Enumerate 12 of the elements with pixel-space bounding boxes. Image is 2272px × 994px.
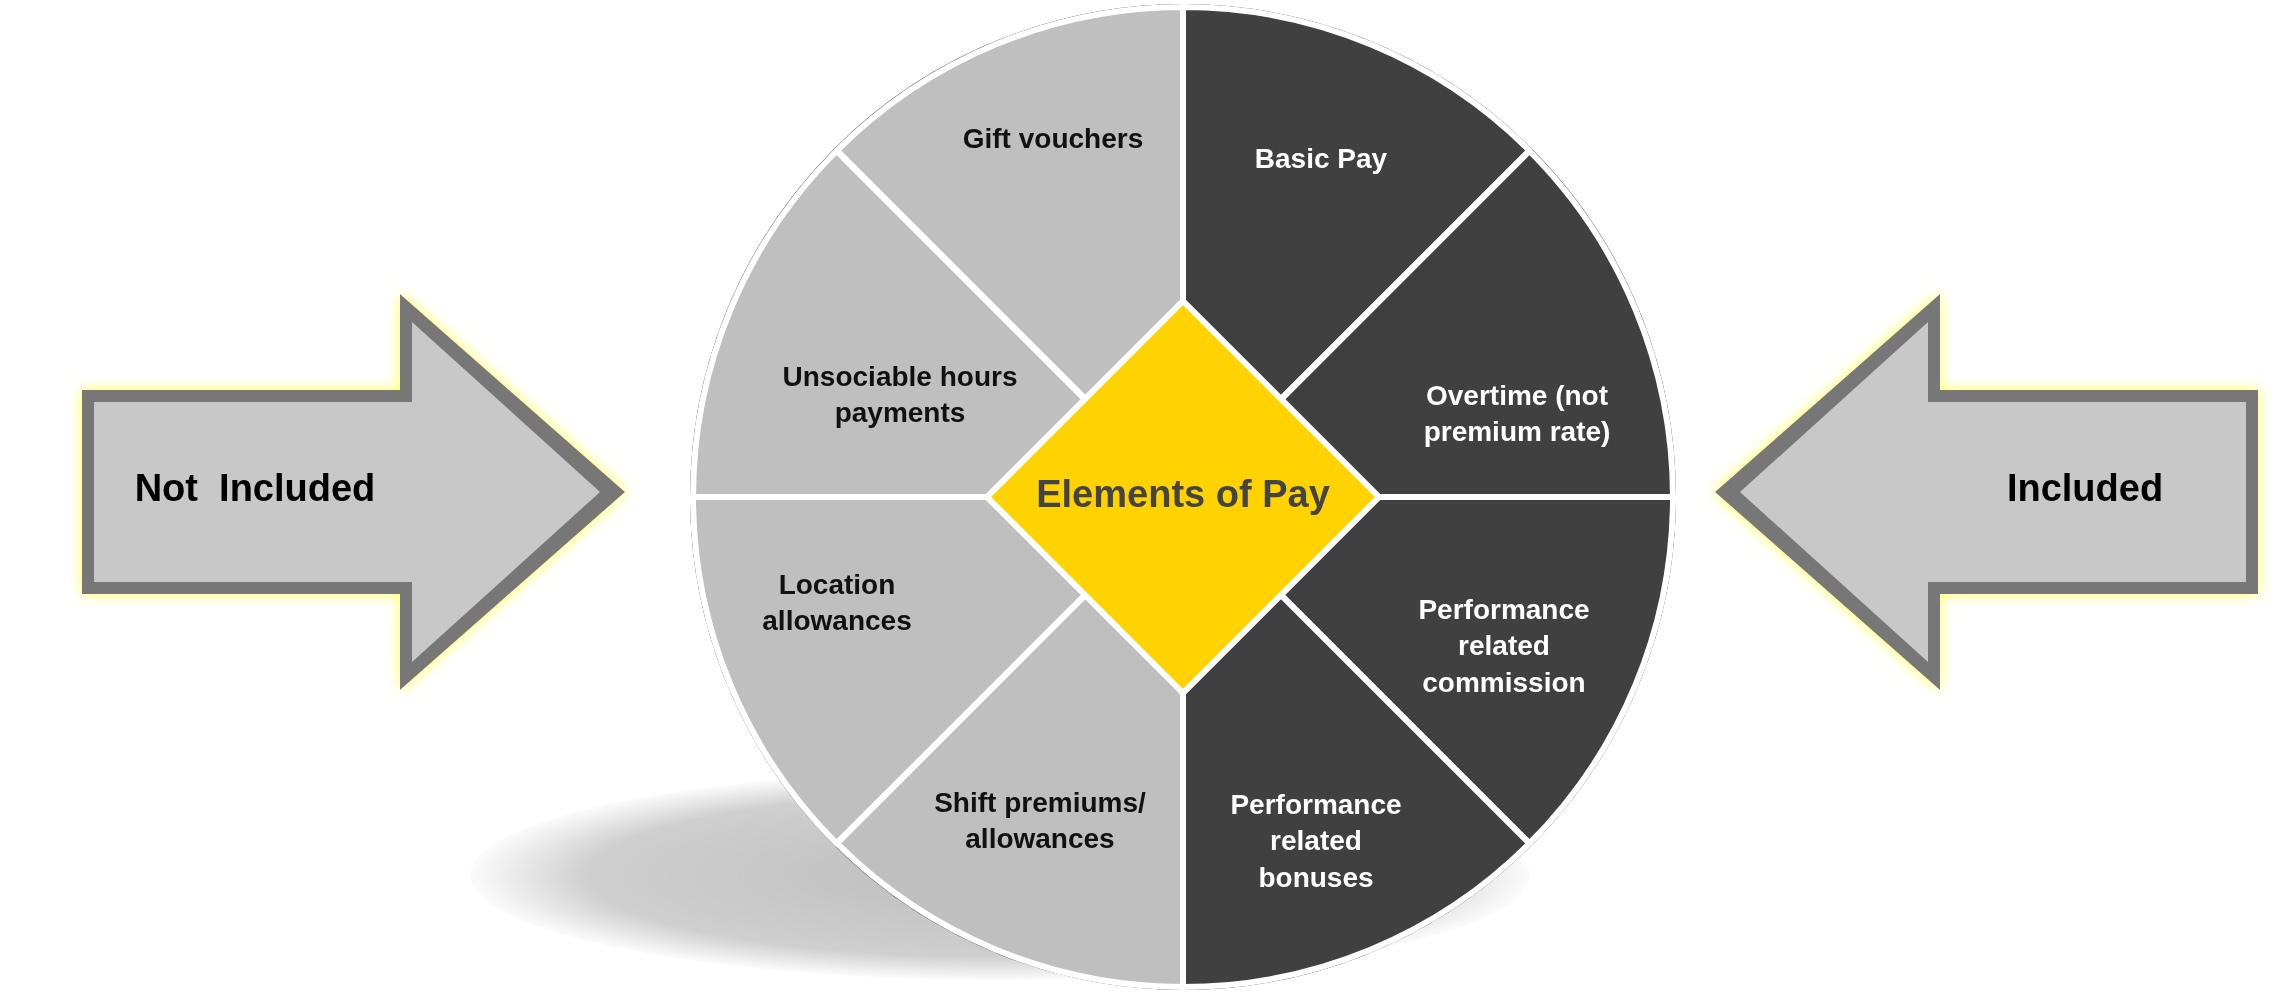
- sector-label: Performance related bonuses: [1221, 787, 1411, 897]
- sector-label: Gift vouchers: [933, 121, 1173, 158]
- arrow-label: Included: [2005, 467, 2165, 510]
- arrow-label: Not Included: [133, 467, 377, 510]
- sector-label: Basic Pay: [1231, 141, 1411, 178]
- center-label: Elements of Pay: [1035, 473, 1331, 516]
- sector-label: Performance related commission: [1404, 592, 1604, 702]
- sector-label: Location allowances: [742, 567, 932, 640]
- sector-label: Overtime (not premium rate): [1422, 378, 1612, 451]
- sector-label: Shift premiums/ allowances: [920, 785, 1160, 858]
- sector-label: Unsociable hours payments: [775, 359, 1025, 432]
- circle: [690, 4, 1676, 990]
